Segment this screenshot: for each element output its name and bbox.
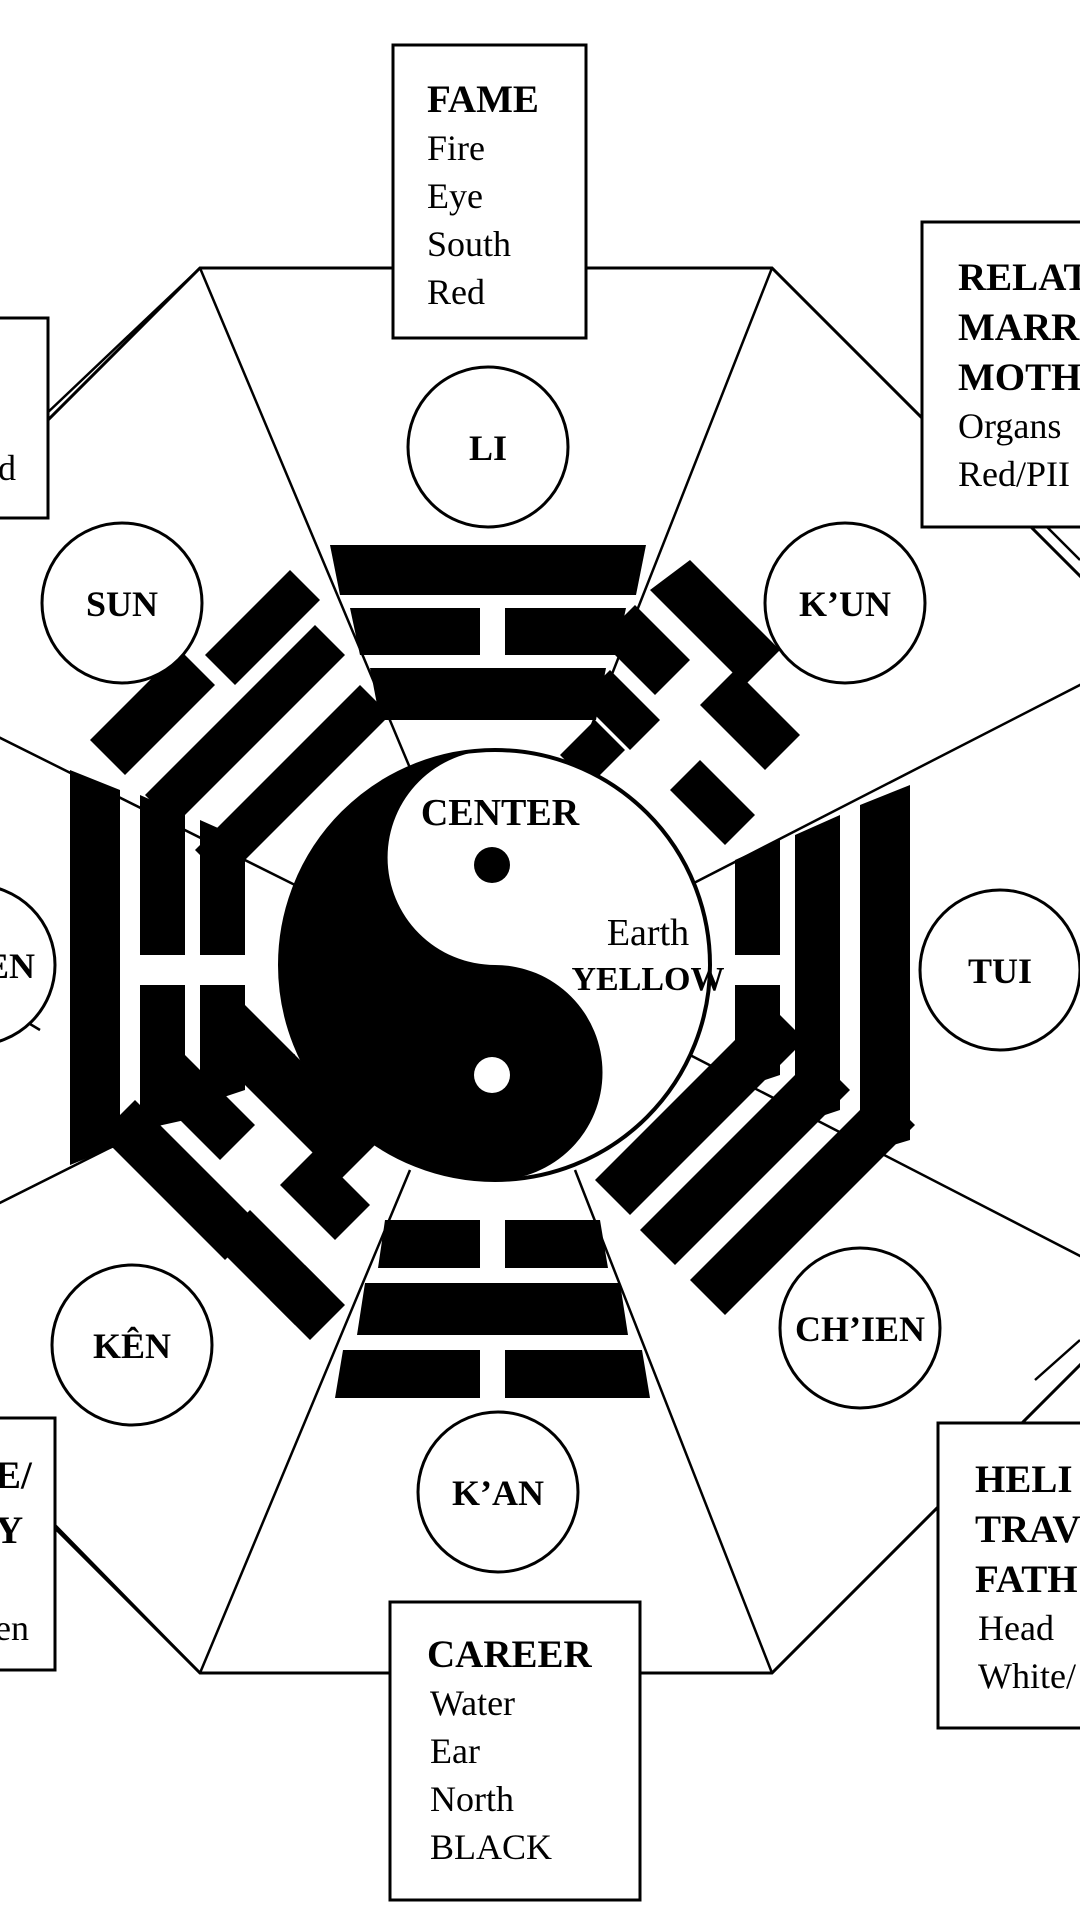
fame-line-3: South [427,224,511,264]
helpful-title-1: HELI [975,1458,1073,1501]
fame-line-2: Eye [427,176,483,216]
wealth-line-1: d [0,448,16,488]
trigram-li [330,545,646,720]
trigram-circle-sun: SUN [40,521,204,685]
center-element: Earth [607,912,689,954]
trigram-chien [595,1005,915,1315]
knowledge-line-1: en [0,1608,29,1648]
trigram-ken [100,1000,380,1340]
fame-box: FAME Fire Eye South Red [391,43,588,340]
career-line-1: Water [430,1683,515,1723]
career-title: CAREER [427,1633,593,1676]
trigram-label-ken: KÊN [93,1326,171,1366]
trigram-circle-ken: KÊN [50,1263,214,1427]
relationships-line-2: Red/PII [958,454,1070,494]
center-color: YELLOW [571,961,724,998]
relationships-title-2: MARR [958,306,1080,349]
career-box: CAREER Water Ear North BLACK [388,1600,642,1902]
career-line-4: BLACK [430,1827,552,1867]
wealth-box: d [0,316,50,520]
relationships-box: RELAT MARR MOTH Organs Red/PII [920,220,1080,529]
trigram-label-chien: CH’IEN [795,1309,925,1349]
trigram-label-li: LI [469,428,507,468]
helpful-line-2: White/ [978,1656,1076,1696]
career-line-3: North [430,1779,514,1819]
trigram-kun [560,560,800,845]
trigram-circle-tui: TUI [918,888,1080,1052]
trigram-label-kun: K’UN [799,584,891,624]
trigram-label-chen: EN [0,946,35,986]
relationships-title-1: RELAT [958,256,1080,299]
trigram-circle-kan: K’AN [416,1410,580,1574]
relationships-line-1: Organs [958,406,1061,446]
helpful-title-3: FATH [975,1558,1078,1601]
yin-yang [278,748,712,1182]
trigram-label-kan: K’AN [452,1473,544,1513]
helpful-people-box: HELI TRAV FATH Head White/ [936,1421,1080,1730]
helpful-title-2: TRAV [975,1508,1080,1551]
knowledge-title-2: Y [0,1509,23,1552]
yang-dot [474,1057,510,1093]
helpful-line-1: Head [978,1608,1054,1648]
trigram-circle-chien: CH’IEN [778,1246,942,1410]
trigram-label-sun: SUN [86,584,158,624]
trigram-circle-li: LI [406,365,570,529]
career-line-2: Ear [430,1731,480,1771]
trigram-kan [335,1220,650,1398]
knowledge-title-1: E/ [0,1454,33,1497]
center-title: CENTER [421,792,580,834]
fame-title: FAME [427,78,539,121]
fame-line-4: Red [427,272,485,312]
trigram-circle-kun: K’UN [763,521,927,685]
trigram-sun [90,570,390,880]
trigram-label-tui: TUI [968,951,1032,991]
relationships-title-3: MOTH [958,356,1080,399]
trigram-circle-chen: EN [0,887,57,1043]
yin-dot [474,847,510,883]
fame-line-1: Fire [427,128,485,168]
knowledge-box: E/ Y en [0,1416,57,1672]
